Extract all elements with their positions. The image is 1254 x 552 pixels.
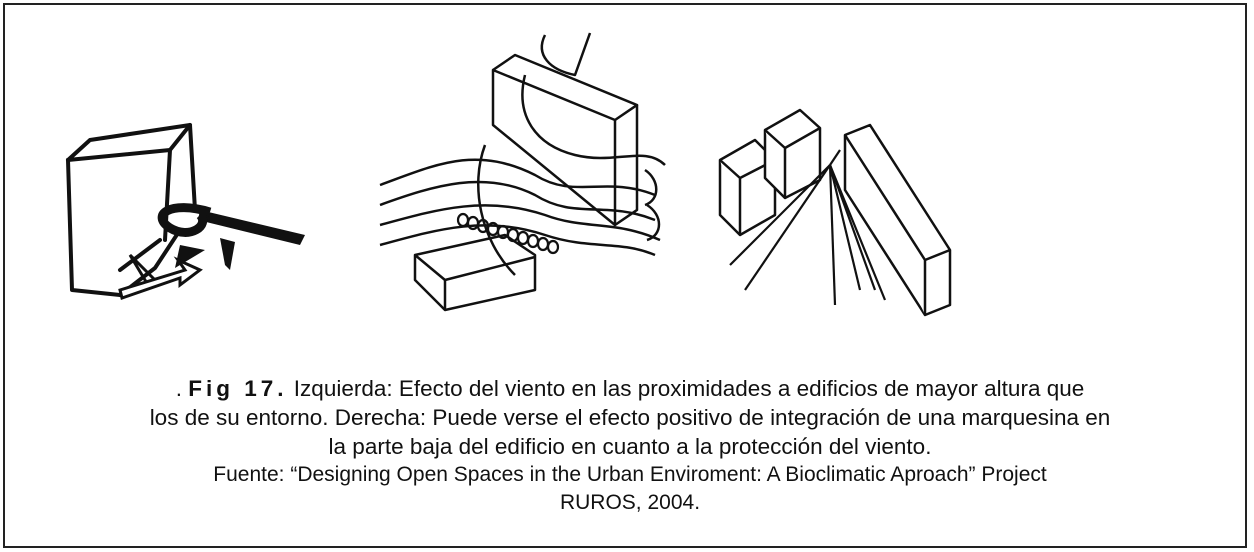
source-line-1: Fuente: “Designing Open Spaces in the Ur…	[213, 463, 1047, 486]
caption-line-1: . Fig 17. Izquierda: Efecto del viento e…	[25, 374, 1235, 403]
figure-frame: . Fig 17. Izquierda: Efecto del viento e…	[3, 3, 1247, 548]
figure-label: Fig 17.	[188, 376, 288, 401]
caption-line-3: la parte baja del edificio en cuanto a l…	[328, 434, 932, 459]
illustration-blocks-marquee	[718, 108, 952, 317]
illustration-wind-vortex	[379, 32, 666, 312]
caption-prefix: .	[175, 376, 189, 401]
caption-line-2: los de su entorno. Derecha: Puede verse …	[149, 405, 1111, 430]
illustration-building-marquee	[66, 123, 305, 300]
caption-line-1-text: Izquierda: Efecto del viento en las prox…	[287, 376, 1085, 401]
source-line-2: RUROS, 2004.	[559, 491, 701, 514]
figure-caption: . Fig 17. Izquierda: Efecto del viento e…	[25, 374, 1235, 517]
